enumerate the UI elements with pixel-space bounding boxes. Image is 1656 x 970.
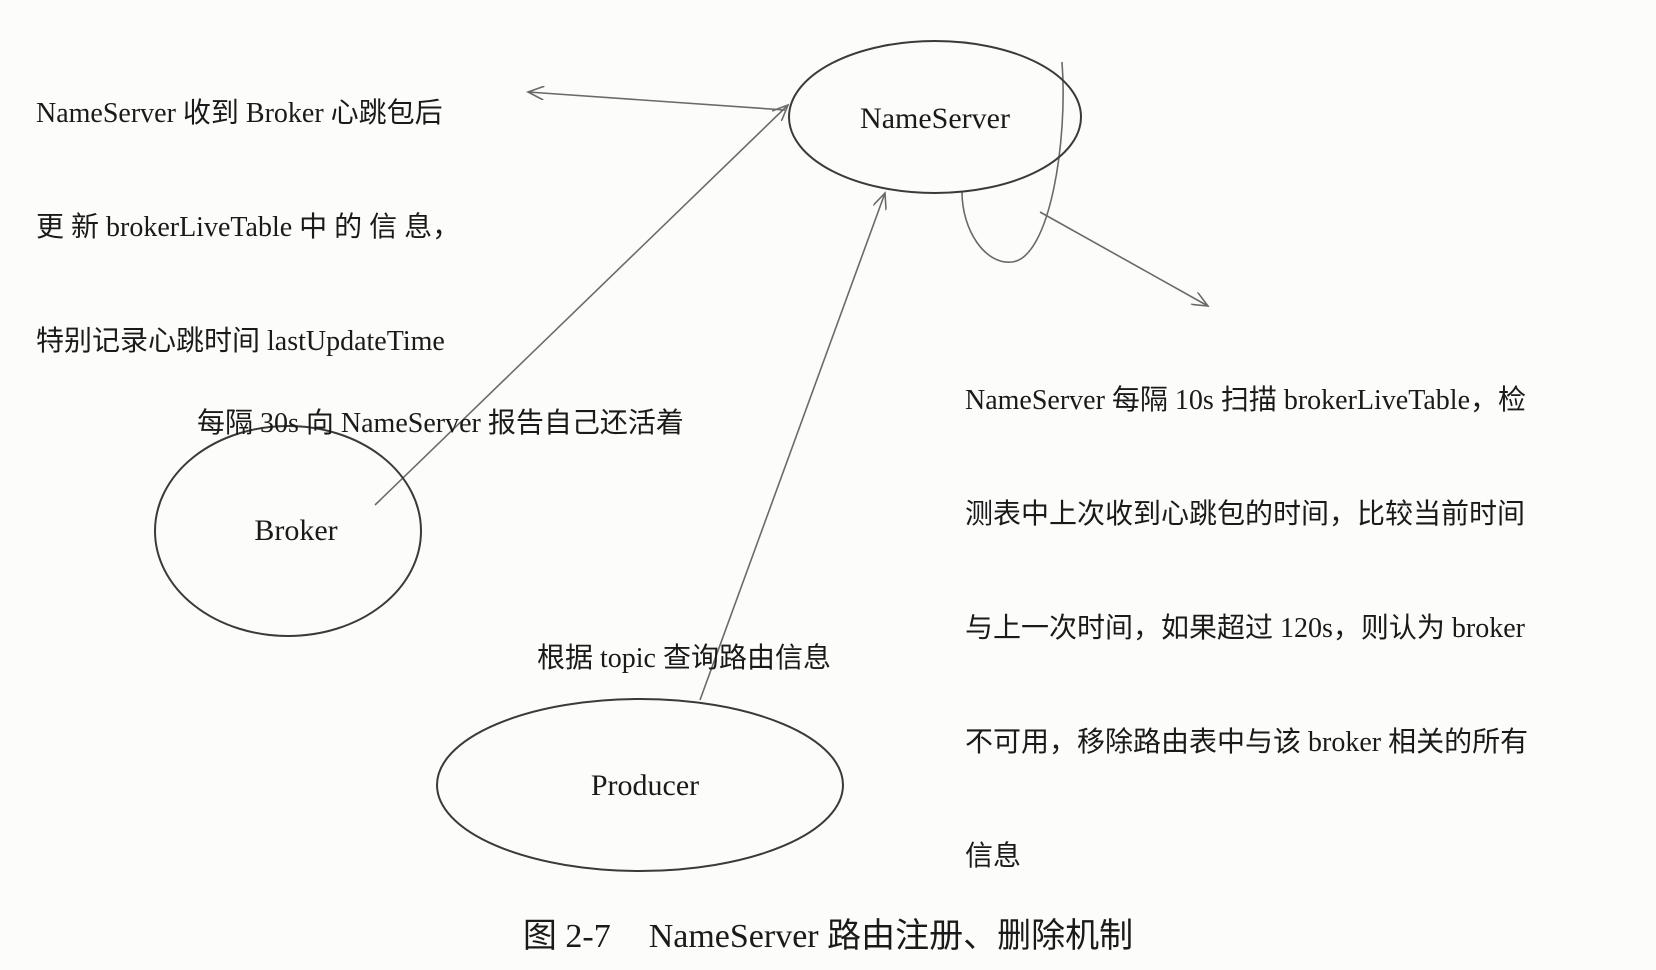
producer-query-label: 根据 topic 查询路由信息 <box>537 570 831 716</box>
scan-note-line: 测表中上次收到心跳包的时间，比较当前时间 <box>965 499 1526 530</box>
scan-note-line: NameServer 每隔 10s 扫描 brokerLiveTable，检 <box>965 385 1526 416</box>
edge-nameserver-to-heartbeat-note <box>528 92 786 111</box>
self-loop-scan <box>961 61 1064 263</box>
scan-note-line: 信息 <box>965 841 1022 872</box>
heartbeat-note-line: 特别记录心跳时间 lastUpdateTime <box>36 326 445 357</box>
node-broker: Broker <box>154 425 422 637</box>
producer-label: Producer <box>591 769 699 802</box>
broker-label: Broker <box>254 514 337 547</box>
scan-note-line: 与上一次时间，如果超过 120s，则认为 broker <box>965 613 1525 644</box>
broker-report-text: 每隔 30s 向 NameServer 报告自己还活着 <box>197 408 684 439</box>
figure-number: 图 2-7 <box>522 918 611 955</box>
edge-nameserver-to-scan-note <box>1039 211 1208 306</box>
scan-description-note: NameServer 每隔 10s 扫描 brokerLiveTable，检 测… <box>965 312 1528 914</box>
broker-report-label: 每隔 30s 向 NameServer 报告自己还活着 <box>197 335 684 481</box>
figure-title: NameServer 路由注册、删除机制 <box>648 918 1134 955</box>
heartbeat-note-line: NameServer 收到 Broker 心跳包后 <box>36 98 443 129</box>
broker-ellipse <box>154 425 422 637</box>
nameserver-ellipse <box>788 40 1082 194</box>
heartbeat-update-note: NameServer 收到 Broker 心跳包后 更 新 brokerLive… <box>36 25 460 399</box>
node-producer: Producer <box>436 698 844 872</box>
heartbeat-note-line: 更 新 brokerLiveTable 中 的 信 息， <box>36 212 461 243</box>
edge-producer-to-nameserver <box>699 193 885 701</box>
producer-query-text: 根据 topic 查询路由信息 <box>537 643 831 674</box>
producer-ellipse <box>436 698 844 872</box>
edge-broker-to-nameserver <box>374 105 788 506</box>
nameserver-label: NameServer <box>860 102 1010 135</box>
scan-note-line: 不可用，移除路由表中与该 broker 相关的所有 <box>965 727 1529 758</box>
node-nameserver: NameServer <box>788 40 1082 194</box>
figure-caption: 图 2-7 NameServer 路由注册、删除机制 <box>0 908 1656 957</box>
